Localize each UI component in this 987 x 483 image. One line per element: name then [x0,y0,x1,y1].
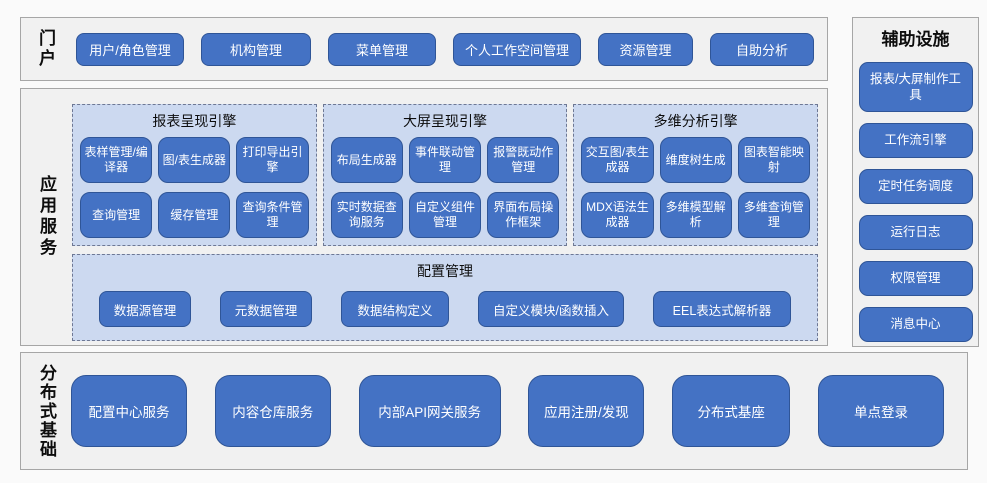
node-custom-module-function-insert: 自定义模块/函数插入 [478,291,624,327]
auxiliary-node-column: 报表/大屏制作工具 工作流引擎 定时任务调度 运行日志 权限管理 消息中心 [858,62,973,342]
engine-groups-row: 报表呈现引擎 表样管理/编译器 图/表生成器 打印导出引擎 查询管理 缓存管理 … [72,104,819,246]
application-services-section: 应用服务 报表呈现引擎 表样管理/编译器 图/表生成器 打印导出引擎 查询管理 … [20,88,828,346]
report-engine-module-grid: 表样管理/编译器 图/表生成器 打印导出引擎 查询管理 缓存管理 查询条件管理 [80,137,309,238]
bigscreen-rendering-engine-group: 大屏呈现引擎 布局生成器 事件联动管理 报警既动作管理 实时数据查询服务 自定义… [322,104,568,246]
node-layout-generator: 布局生成器 [330,137,403,183]
olap-engine-module-grid: 交互图/表生成器 维度树生成 图表智能映射 MDX语法生成器 多维模型解析 多维… [581,137,811,238]
node-chart-smart-mapping: 图表智能映射 [737,137,811,183]
portal-node-row: 用户/角色管理 机构管理 菜单管理 个人工作空间管理 资源管理 自助分析 [76,32,814,66]
report-rendering-engine-group: 报表呈现引擎 表样管理/编译器 图/表生成器 打印导出引擎 查询管理 缓存管理 … [72,104,317,246]
node-personal-workspace-management: 个人工作空间管理 [453,32,581,66]
node-custom-component-management: 自定义组件管理 [408,192,482,238]
node-query-management: 查询管理 [80,192,153,238]
node-message-center: 消息中心 [858,307,973,342]
node-run-log: 运行日志 [858,215,973,250]
node-dimension-tree-generation: 维度树生成 [659,137,732,183]
node-multidim-query-management: 多维查询管理 [737,192,811,238]
node-datasource-management: 数据源管理 [99,291,191,327]
olap-analysis-engine-group: 多维分析引擎 交互图/表生成器 维度树生成 图表智能映射 MDX语法生成器 多维… [573,104,819,246]
portal-section: 门户 用户/角色管理 机构管理 菜单管理 个人工作空间管理 资源管理 自助分析 [20,17,828,81]
auxiliary-facilities-section: 辅助设施 报表/大屏制作工具 工作流引擎 定时任务调度 运行日志 权限管理 消息… [852,17,979,347]
node-report-bigscreen-design-tool: 报表/大屏制作工具 [858,62,973,112]
node-distributed-base: 分布式基座 [672,375,791,447]
node-self-service-analysis: 自助分析 [710,32,814,66]
distributed-foundation-label: 分布式基础 [37,363,56,459]
node-permission-management: 权限管理 [858,261,973,296]
node-query-condition-management: 查询条件管理 [236,192,309,238]
node-realtime-data-query-service: 实时数据查询服务 [330,192,403,238]
node-eel-expression-parser: EEL表达式解析器 [653,291,791,327]
portal-section-label: 门户 [36,29,55,69]
application-services-content: 报表呈现引擎 表样管理/编译器 图/表生成器 打印导出引擎 查询管理 缓存管理 … [72,89,819,345]
configuration-module-row: 数据源管理 元数据管理 数据结构定义 自定义模块/函数插入 EEL表达式解析器 [87,287,803,331]
distributed-foundation-section: 分布式基础 配置中心服务 内容仓库服务 内部API网关服务 应用注册/发现 分布… [20,352,968,470]
node-mdx-syntax-generator: MDX语法生成器 [581,192,654,238]
report-rendering-engine-title: 报表呈现引擎 [152,113,237,129]
node-config-center-service: 配置中心服务 [71,375,187,447]
node-event-linkage-management: 事件联动管理 [408,137,482,183]
bigscreen-rendering-engine-title: 大屏呈现引擎 [403,113,487,129]
node-data-structure-definition: 数据结构定义 [341,291,449,327]
node-internal-api-gateway-service: 内部API网关服务 [358,375,501,447]
node-alarm-action-management: 报警既动作管理 [487,137,560,183]
node-content-repository-service: 内容仓库服务 [214,375,331,447]
node-interactive-chart-table-generator: 交互图/表生成器 [581,137,654,183]
node-user-role-management: 用户/角色管理 [76,32,184,66]
bigscreen-engine-module-grid: 布局生成器 事件联动管理 报警既动作管理 实时数据查询服务 自定义组件管理 界面… [330,137,560,238]
node-report-style-management-compiler: 表样管理/编译器 [80,137,153,183]
node-single-sign-on: 单点登录 [817,375,944,447]
configuration-management-group: 配置管理 数据源管理 元数据管理 数据结构定义 自定义模块/函数插入 EEL表达… [72,254,818,341]
node-app-registration-discovery: 应用注册/发现 [528,375,645,447]
application-services-label: 应用服务 [37,175,56,259]
node-scheduled-task-scheduler: 定时任务调度 [858,169,973,204]
node-organization-management: 机构管理 [201,32,311,66]
distributed-node-row: 配置中心服务 内容仓库服务 内部API网关服务 应用注册/发现 分布式基座 单点… [71,375,944,447]
node-metadata-management: 元数据管理 [220,291,312,327]
node-cache-management: 缓存管理 [158,192,231,238]
node-multidim-model-parsing: 多维模型解析 [659,192,732,238]
node-ui-layout-operation-framework: 界面布局操作框架 [487,192,560,238]
configuration-management-title: 配置管理 [417,263,473,279]
olap-analysis-engine-title: 多维分析引擎 [653,113,738,129]
node-chart-table-generator: 图/表生成器 [158,137,231,183]
node-menu-management: 菜单管理 [328,32,436,66]
node-print-export-engine: 打印导出引擎 [236,137,309,183]
node-workflow-engine: 工作流引擎 [858,123,973,158]
auxiliary-facilities-title: 辅助设施 [881,30,950,49]
node-resource-management: 资源管理 [598,32,693,66]
